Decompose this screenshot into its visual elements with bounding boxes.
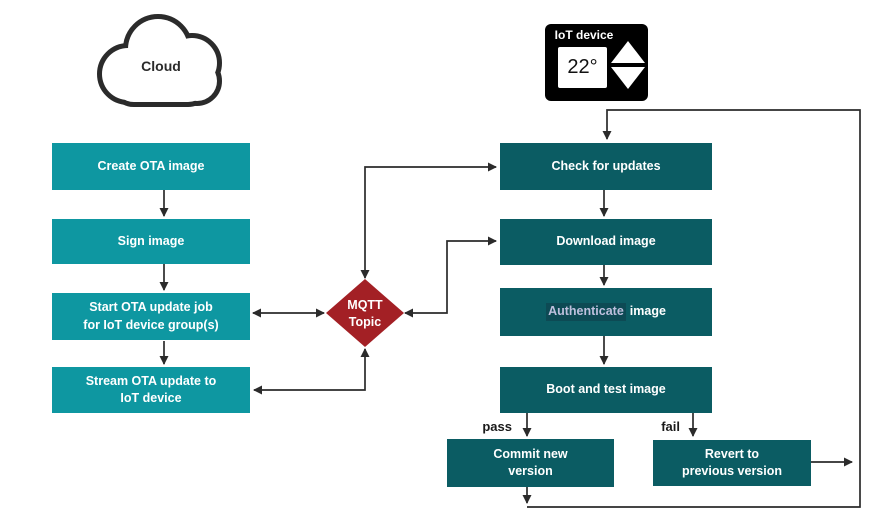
step-sign-image: Sign image: [52, 219, 250, 264]
mqtt-topic-label: MQTT Topic: [347, 298, 383, 329]
temperature-down-icon: [611, 67, 645, 89]
temperature-display: 22°: [558, 47, 607, 88]
step-revert-previous-version: Revert to previous version: [653, 440, 811, 486]
pass-branch-label: pass: [482, 419, 512, 434]
connector-mqtt-download: [404, 236, 497, 318]
temperature-up-icon: [611, 41, 645, 63]
iot-device-thermostat: IoT device 22°: [545, 24, 648, 101]
cloud-shape: [97, 14, 222, 107]
connector-mqtt-stream: [253, 348, 370, 395]
connector-mqtt-check-updates: [360, 162, 497, 279]
connector-loop-to-check-updates: [527, 109, 861, 508]
authenticate-rest-word: image: [629, 304, 666, 319]
fail-branch-label: fail: [661, 419, 680, 434]
mqtt-topic-diamond: [326, 279, 404, 347]
step-boot-and-test: Boot and test image: [500, 367, 712, 413]
step-stream-ota-update: Stream OTA update to IoT device: [52, 367, 250, 413]
step-authenticate-image: Authenticate image: [500, 288, 712, 336]
iot-device-label: IoT device: [554, 28, 614, 42]
authenticate-highlighted-word: Authenticate: [546, 303, 626, 321]
step-create-ota-image: Create OTA image: [52, 143, 250, 190]
step-commit-new-version: Commit new version: [447, 439, 614, 487]
step-download-image: Download image: [500, 219, 712, 265]
step-start-ota-update-job: Start OTA update job for IoT device grou…: [52, 293, 250, 340]
step-check-for-updates: Check for updates: [500, 143, 712, 190]
cloud-label: Cloud: [141, 57, 181, 74]
temperature-arrows: [611, 41, 645, 89]
